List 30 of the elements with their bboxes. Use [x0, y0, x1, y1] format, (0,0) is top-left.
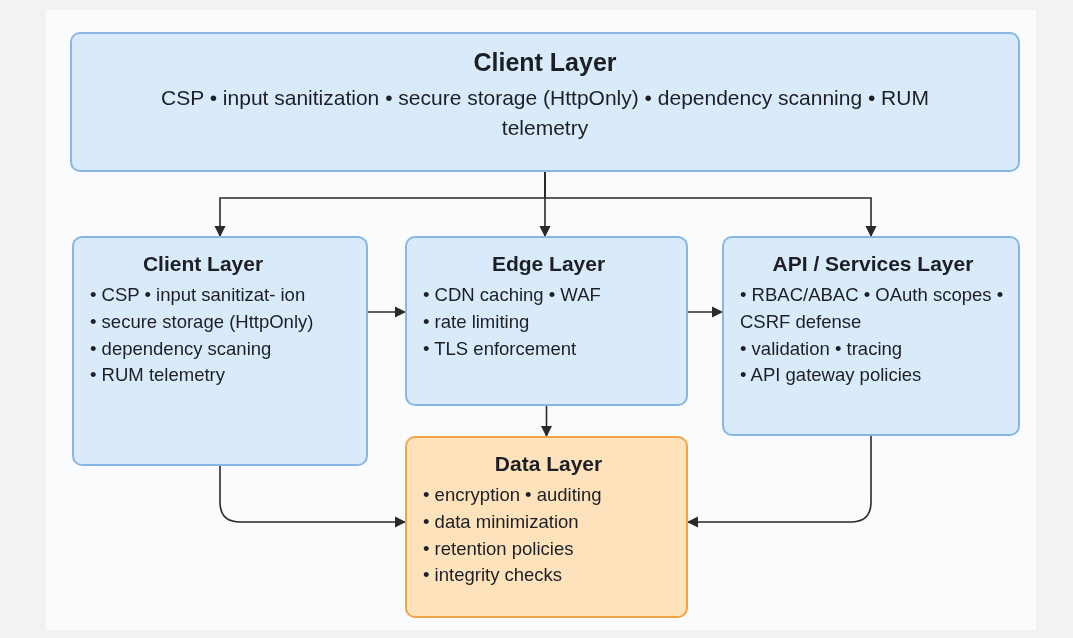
layer-title: Data Layer — [494, 452, 603, 476]
layer-box — [722, 236, 1020, 436]
arrow — [687, 306, 724, 318]
layer-title: Edge Layer — [491, 252, 606, 276]
layer-item-text: • encryption • auditing — [423, 483, 602, 507]
layer-item-text: • retention policies — [423, 536, 574, 561]
layer-item-text: • RBAC/ABAC • OAuth scopes • CSRF defense — [740, 283, 1005, 334]
arrow — [686, 435, 872, 528]
layer-box — [405, 236, 688, 406]
layer-title: Client Layer — [142, 252, 264, 276]
layer-item-text: • CSP • input sanitizat- ion • secure storage (HttpOnly) — [90, 283, 315, 334]
layer-item-text: • RUM telemetry — [90, 363, 225, 388]
layer-box — [72, 236, 368, 466]
arrow — [544, 171, 877, 238]
layer-item-text: • validation • tracing — [740, 336, 903, 361]
layer-item-text: • data minimization — [423, 509, 579, 534]
layer-title: Client Layer — [473, 48, 617, 77]
arrow — [540, 405, 553, 438]
layer-box — [70, 32, 1020, 172]
layer-item-text: CSP • input sanitization • secure storage (HttpOnly) • dependency scanning • RUM telemetry — [160, 85, 930, 142]
layer-item-text: • integrity checks — [423, 563, 563, 588]
layer-item-text: • dependency scaning — [90, 336, 272, 361]
layer-item-text: • TLS enforcement — [423, 336, 577, 361]
layer-box — [405, 436, 688, 618]
layer-item-text: • rate limiting — [423, 309, 530, 334]
arrow — [219, 465, 407, 528]
layer-item-text: • CDN caching • WAF — [423, 283, 601, 307]
arrow — [367, 306, 407, 318]
layer-title: API / Services Layer — [772, 252, 974, 276]
layer-item-text: • API gateway policies — [740, 363, 922, 388]
